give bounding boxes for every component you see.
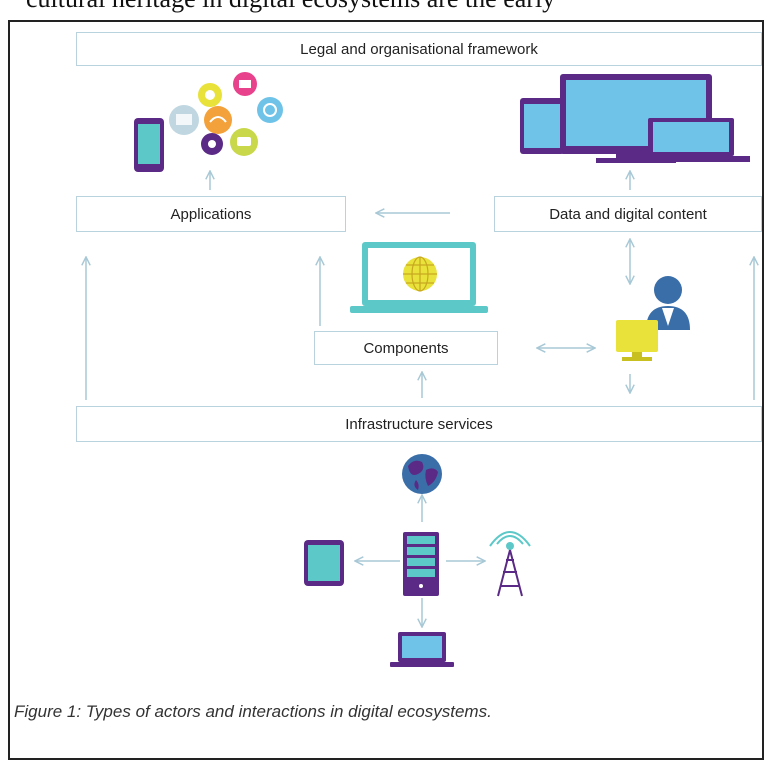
applications-label: Applications (170, 205, 252, 223)
mobile-apps-icon (134, 72, 283, 172)
connector-arrows (86, 172, 754, 626)
cut-off-header-text: cultural heritage in digital ecosystems … (0, 0, 769, 22)
legal-framework-label: Legal and organisational framework (300, 40, 538, 58)
infrastructure-label: Infrastructure services (345, 415, 493, 433)
laptop-icon (390, 632, 454, 667)
figure-caption: Figure 1: Types of actors and interactio… (14, 702, 492, 721)
components-box: Components (314, 331, 498, 365)
user-computer-icon (616, 276, 690, 361)
applications-box: Applications (76, 196, 346, 232)
header-text: cultural heritage in digital ecosystems … (26, 0, 555, 14)
legal-framework-box: Legal and organisational framework (76, 32, 762, 66)
antenna-icon (489, 531, 531, 597)
data-content-label: Data and digital content (549, 205, 707, 223)
server-icon (403, 532, 439, 596)
diagram-graphics (0, 72, 769, 667)
tablet-icon (304, 540, 344, 586)
globe-icon (402, 454, 442, 494)
components-label: Components (363, 339, 449, 357)
data-content-box: Data and digital content (494, 196, 762, 232)
laptop-globe-icon (350, 242, 488, 313)
infrastructure-box: Infrastructure services (76, 406, 762, 442)
devices-icon (520, 74, 750, 163)
